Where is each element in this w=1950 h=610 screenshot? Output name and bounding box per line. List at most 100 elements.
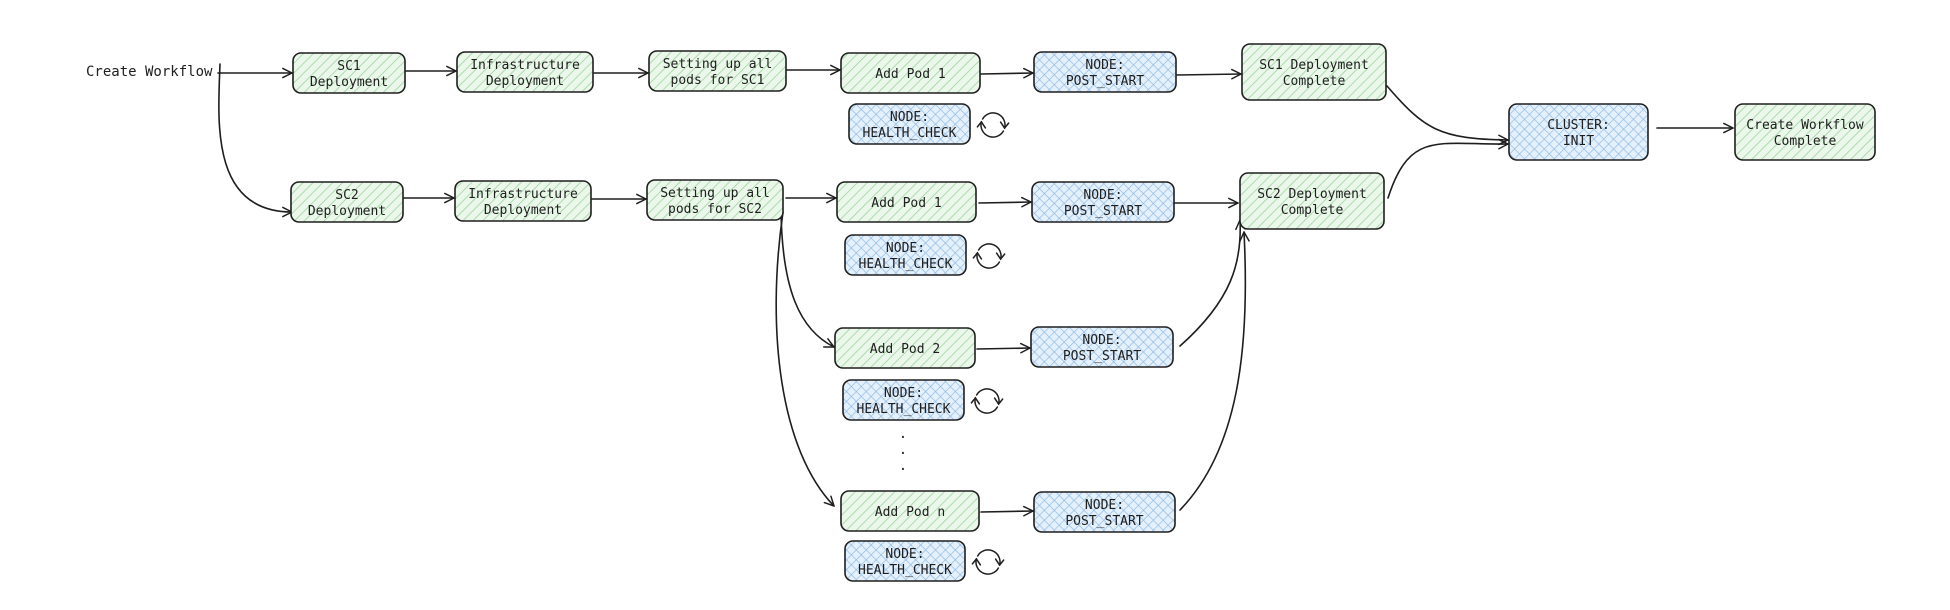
sc2-deployment-complete-label-line: Complete xyxy=(1281,203,1344,218)
sc2-setting-up-pods-box xyxy=(646,179,784,221)
sc1-add-pod-1-node: Add Pod 1 xyxy=(840,52,981,94)
sc2-pod-n-node-health-check-label-line: HEALTH_CHECK xyxy=(858,563,952,578)
sc1-deployment-label-line: Deployment xyxy=(310,75,388,90)
edge-sc1-post-start-to-complete xyxy=(1176,68,1242,80)
nodes: SC1DeploymentInfrastructureDeploymentSet… xyxy=(290,43,1876,582)
ellipsis: · · · xyxy=(899,430,907,478)
sc2-deployment-label-line: SC2 xyxy=(335,188,358,203)
sc2-add-pod-n-box xyxy=(840,490,980,532)
edge-sc2-complete-to-cluster-init xyxy=(1387,138,1509,199)
sc2-pod-1-node-post-start-label-line: POST_START xyxy=(1064,204,1142,219)
sc1-setting-up-pods-label-line: Setting up all xyxy=(663,57,773,72)
sc1-setting-up-pods-box xyxy=(648,50,787,92)
sc1-deployment-complete-box xyxy=(1241,43,1387,101)
edges xyxy=(217,63,1734,517)
edge-sc2-add-pod-2-to-post-start xyxy=(976,342,1031,354)
edge-sc2-pod-2-post-start-to-complete xyxy=(1179,219,1246,347)
sc2-pod-n-node-health-check-label-line: NODE: xyxy=(885,547,924,562)
sc2-add-pod-n-node: Add Pod n xyxy=(840,490,980,532)
sc2-add-pod-2-label-line: Add Pod 2 xyxy=(870,342,940,357)
sc1-deployment-box xyxy=(292,52,406,94)
sc2-pod-n-node-post-start-node: NODE:POST_START xyxy=(1033,491,1176,533)
sc2-infrastructure-deployment-label-line: Infrastructure xyxy=(468,187,578,202)
cluster-init-node: CLUSTER:INIT xyxy=(1508,103,1649,161)
refresh-loop-icon xyxy=(970,388,1004,414)
edge-sc2-add-pod-1-to-post-start xyxy=(978,196,1032,208)
edge-sc2-setup-to-add-pod-2 xyxy=(780,209,835,348)
sc2-deployment-complete-label-line: SC2 Deployment xyxy=(1257,187,1367,202)
sc1-node-health-check-node: NODE:HEALTH_CHECK xyxy=(848,103,971,145)
sc2-pod-1-node-post-start-label-line: NODE: xyxy=(1083,188,1122,203)
sc2-pod-2-node-post-start-box xyxy=(1030,326,1174,368)
sc1-node-health-check-box xyxy=(848,103,971,145)
sc2-pod-n-node-health-check-node: NODE:HEALTH_CHECK xyxy=(844,540,966,582)
sc2-add-pod-1-box xyxy=(836,181,977,223)
sc2-add-pod-n-label-line: Add Pod n xyxy=(875,505,945,520)
create-workflow-complete-label-line: Create Workflow xyxy=(1746,118,1864,133)
sc1-add-pod-1-label-line: Add Pod 1 xyxy=(875,67,945,82)
cluster-init-box xyxy=(1508,103,1649,161)
edge-sc1-add-pod-1-to-post-start xyxy=(980,67,1034,79)
sc1-node-health-check-label-line: HEALTH_CHECK xyxy=(863,126,957,141)
sc2-pod-1-node-post-start-node: NODE:POST_START xyxy=(1031,181,1175,223)
sc2-infrastructure-deployment-label-line: Deployment xyxy=(484,203,562,218)
sc1-infrastructure-deployment-box xyxy=(456,51,594,93)
create-workflow-complete-box xyxy=(1734,103,1876,161)
sc1-infrastructure-deployment-label-line: Deployment xyxy=(486,74,564,89)
sc2-add-pod-1-label-line: Add Pod 1 xyxy=(871,196,941,211)
edge-sc1-complete-to-cluster-init xyxy=(1386,85,1509,146)
sc2-pod-2-node-post-start-label-line: POST_START xyxy=(1063,349,1141,364)
sc1-node-post-start-label-line: POST_START xyxy=(1066,74,1144,89)
sc2-pod-n-node-post-start-box xyxy=(1033,491,1176,533)
sc1-add-pod-1-box xyxy=(840,52,981,94)
sc2-pod-2-node-health-check-box xyxy=(842,379,965,421)
sc2-pod-n-node-post-start-label-line: POST_START xyxy=(1065,514,1143,529)
sc2-pod-2-node-post-start-label-line: NODE: xyxy=(1082,333,1121,348)
sc2-deployment-complete-box xyxy=(1239,172,1385,230)
retry-loop-icons xyxy=(970,112,1010,575)
refresh-loop-icon xyxy=(972,243,1006,269)
sc1-deployment-complete-label-line: Complete xyxy=(1283,74,1346,89)
edge-sc2-pod-n-post-start-to-complete xyxy=(1179,231,1250,511)
edge-sc2-add-pod-n-to-post-start xyxy=(980,505,1034,517)
sc2-pod-1-node-post-start-box xyxy=(1031,181,1175,223)
sc2-pod-2-node-post-start-node: NODE:POST_START xyxy=(1030,326,1174,368)
sc2-pod-2-node-health-check-label-line: NODE: xyxy=(884,386,923,401)
edge-sc2-setup-to-add-pod-n xyxy=(775,211,835,507)
sc1-node-post-start-box xyxy=(1033,51,1177,93)
sc1-infrastructure-deployment-label-line: Infrastructure xyxy=(470,58,580,73)
cluster-init-label-line: CLUSTER: xyxy=(1547,118,1610,133)
sc2-pod-2-node-health-check-node: NODE:HEALTH_CHECK xyxy=(842,379,965,421)
start-label: Create Workflow xyxy=(86,64,213,80)
sc1-deployment-label-line: SC1 xyxy=(337,59,360,74)
create-workflow-complete-label-line: Complete xyxy=(1774,134,1837,149)
refresh-loop-icon xyxy=(971,549,1005,575)
sc2-add-pod-2-box xyxy=(834,327,976,369)
sc2-setting-up-pods-label-line: pods for SC2 xyxy=(668,202,762,217)
ellipsis-dot: · xyxy=(899,446,907,462)
sc2-deployment-box xyxy=(290,181,404,223)
sc2-setting-up-pods-label-line: Setting up all xyxy=(660,186,770,201)
sc2-pod-1-node-health-check-label-line: HEALTH_CHECK xyxy=(859,257,953,272)
sc2-pod-n-node-health-check-box xyxy=(844,540,966,582)
sc1-deployment-complete-label-line: SC1 Deployment xyxy=(1259,58,1369,73)
sc2-pod-n-node-post-start-label-line: NODE: xyxy=(1085,498,1124,513)
refresh-loop-icon xyxy=(976,112,1010,138)
sc1-node-post-start-node: NODE:POST_START xyxy=(1033,51,1177,93)
sc2-add-pod-1-node: Add Pod 1 xyxy=(836,181,977,223)
sc2-pod-1-node-health-check-node: NODE:HEALTH_CHECK xyxy=(844,234,967,276)
sc2-infrastructure-deployment-box xyxy=(454,180,592,222)
edge-start-to-sc2 xyxy=(218,63,293,218)
sc2-pod-2-node-health-check-label-line: HEALTH_CHECK xyxy=(857,402,951,417)
sc1-setting-up-pods-label-line: pods for SC1 xyxy=(671,73,765,88)
ellipsis-dot: · xyxy=(899,462,907,478)
cluster-init-label-line: INIT xyxy=(1563,134,1594,149)
